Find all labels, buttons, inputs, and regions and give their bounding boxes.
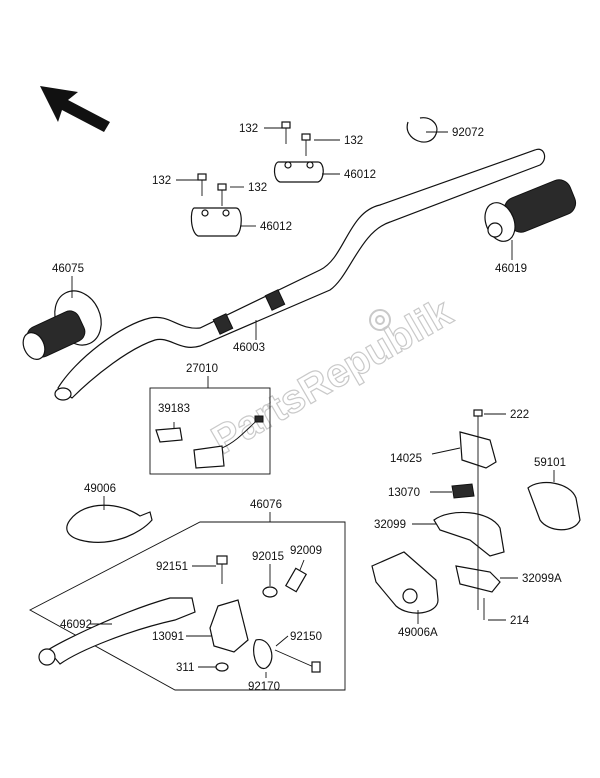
handlebar-clamp-upper-46012[interactable] (273, 161, 324, 183)
label-92015: 92015 (252, 551, 284, 563)
nut-311[interactable] (215, 662, 229, 672)
clutch-lever-box-46076[interactable] (29, 521, 346, 691)
kill-switch-box-27010[interactable] (149, 387, 271, 475)
label-222: 222 (510, 409, 529, 421)
label-59101: 59101 (534, 457, 566, 469)
label-39183: 39183 (158, 403, 190, 415)
label-46019: 46019 (495, 263, 527, 275)
label-92151: 92151 (156, 561, 188, 573)
nut-13070[interactable] (451, 483, 475, 499)
bolt-132-c[interactable] (197, 173, 207, 196)
label-132-a: 132 (239, 123, 258, 135)
label-32099A: 32099A (522, 573, 562, 585)
handlebar-clamp-lower-46012[interactable] (190, 207, 242, 237)
bolt-132-d[interactable] (217, 183, 227, 206)
label-46012-a: 46012 (344, 169, 376, 181)
label-32099: 32099 (374, 519, 406, 531)
bolt-92151[interactable] (216, 555, 228, 584)
label-13091: 13091 (152, 631, 184, 643)
left-grip-46075[interactable] (19, 283, 110, 363)
clutch-lever-46092[interactable] (38, 597, 196, 666)
label-14025: 14025 (390, 453, 422, 465)
watermark-gear-icon (369, 309, 391, 331)
label-92150: 92150 (290, 631, 322, 643)
label-214: 214 (510, 615, 530, 627)
cover-49006A[interactable] (371, 551, 439, 614)
label-311: 311 (176, 662, 194, 674)
bolt-132-a[interactable] (281, 121, 291, 144)
handlebar-46003[interactable] (54, 148, 546, 401)
label-46075: 46075 (52, 263, 84, 275)
label-92009: 92009 (290, 545, 322, 557)
cover-49006[interactable] (66, 504, 153, 543)
throttle-tube-59101[interactable] (527, 481, 581, 531)
label-132-d: 132 (248, 182, 267, 194)
bolt-92150[interactable] (274, 649, 321, 673)
bolt-132-b[interactable] (301, 133, 311, 156)
label-132-b: 132 (344, 135, 363, 147)
screw-92009[interactable] (284, 567, 308, 593)
washer-92015[interactable] (262, 586, 278, 598)
label-132-c: 132 (152, 175, 171, 187)
band-92072[interactable] (406, 117, 438, 143)
label-46003: 46003 (233, 342, 265, 354)
label-46012-b: 46012 (260, 221, 292, 233)
label-13070: 13070 (388, 487, 420, 499)
throttle-housing-32099[interactable] (433, 511, 505, 557)
lever-bracket-13091[interactable] (209, 599, 273, 669)
right-grip-46019[interactable] (480, 176, 580, 246)
leader-lines (71, 127, 555, 678)
label-49006: 49006 (84, 483, 116, 495)
label-46076: 46076 (250, 499, 282, 511)
label-92072: 92072 (452, 127, 484, 139)
screw-222[interactable] (473, 409, 483, 424)
label-27010: 27010 (186, 363, 218, 375)
label-92170: 92170 (248, 681, 280, 693)
label-46092: 46092 (60, 619, 92, 631)
front-direction-arrow-icon (40, 86, 110, 132)
label-49006A: 49006A (398, 627, 438, 639)
